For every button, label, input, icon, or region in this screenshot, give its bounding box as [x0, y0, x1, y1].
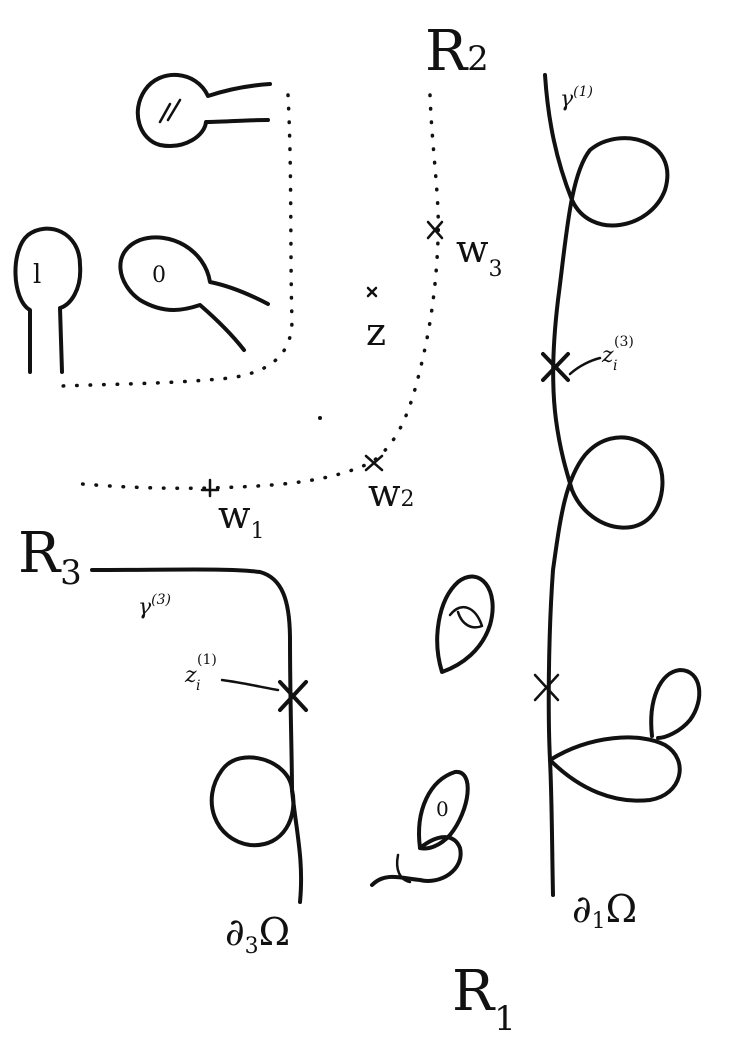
svg-text:w3: w3 — [456, 227, 503, 282]
lollipop-left: l — [13, 226, 83, 374]
zi1-crossing — [220, 678, 308, 712]
label-gamma1: γ(1) — [560, 84, 593, 112]
label-r3: R3 — [18, 521, 82, 593]
zi3-crossing — [541, 352, 602, 382]
dotted-path-upper — [60, 93, 294, 388]
lollipop-top — [135, 73, 272, 148]
loop-mark-3: 0 — [436, 797, 449, 821]
svg-text:R3: R3 — [18, 521, 82, 593]
svg-text:R2: R2 — [425, 19, 489, 84]
gamma1-x-lower — [533, 673, 560, 702]
svg-text:i: i — [196, 678, 200, 694]
z-marker — [366, 286, 378, 298]
dotted-path-lower — [80, 93, 441, 491]
svg-text:z: z — [366, 310, 386, 354]
svg-text:z: z — [184, 663, 197, 688]
dot-marker — [318, 416, 322, 420]
loop-mark-2: 0 — [152, 263, 166, 288]
loop-mark-1: l — [33, 260, 41, 290]
label-r2: R2 — [425, 19, 489, 84]
svg-text:w1: w1 — [218, 493, 265, 544]
svg-text:(3): (3) — [614, 334, 634, 350]
svg-text:γ(3): γ(3) — [138, 592, 171, 620]
lollipop-middle: 0 — [118, 235, 270, 352]
label-w2: w2 — [368, 471, 415, 515]
svg-text:z: z — [601, 343, 614, 368]
loop-mid-upper — [435, 574, 495, 674]
label-zi1: z i (1) — [184, 652, 217, 694]
label-z: z — [366, 310, 386, 354]
svg-text:w2: w2 — [368, 471, 415, 515]
svg-text:(1): (1) — [197, 652, 217, 668]
label-gamma3: γ(3) — [138, 592, 171, 620]
loop-mid-lower: 0 — [370, 770, 470, 887]
gamma1-curve — [543, 73, 702, 897]
svg-text:R1: R1 — [452, 959, 516, 1039]
label-zi3: z i (3) — [601, 334, 634, 374]
svg-text:∂3Ω: ∂3Ω — [225, 910, 290, 959]
svg-text:i: i — [613, 358, 617, 374]
label-w3: w3 — [456, 227, 503, 282]
label-r1: R1 — [452, 959, 516, 1039]
label-w1: w1 — [218, 493, 265, 544]
gamma3-curve — [90, 567, 304, 904]
w1-marker — [200, 478, 220, 498]
w3-marker — [426, 220, 444, 240]
w2-marker — [364, 454, 384, 472]
label-boundary3: ∂3Ω — [225, 910, 290, 959]
label-boundary1: ∂1Ω — [572, 887, 637, 934]
svg-text:γ(1): γ(1) — [560, 84, 593, 112]
svg-text:∂1Ω: ∂1Ω — [572, 887, 637, 934]
